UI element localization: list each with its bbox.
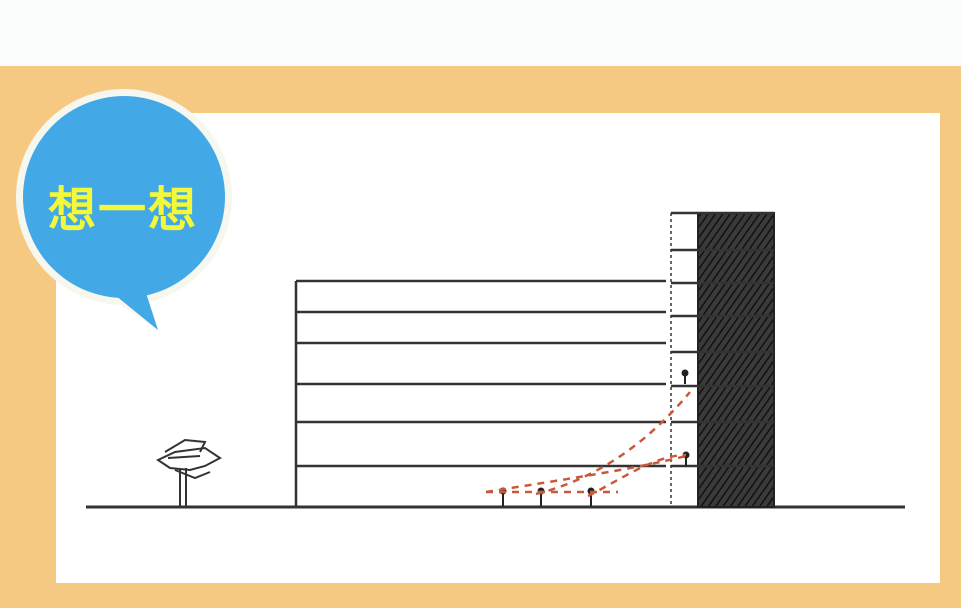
person-upper [681,369,689,384]
sightline-1 [485,454,687,494]
top-strip [0,0,961,66]
think-badge-label: 想一想 [47,182,198,238]
sightline-2 [535,391,691,496]
main-building [294,279,666,507]
sight-lines [485,391,691,498]
tower [670,211,775,508]
hatched-core [697,212,775,508]
sightline-3 [587,453,687,498]
think-bubble [16,89,232,330]
tree [155,438,222,507]
